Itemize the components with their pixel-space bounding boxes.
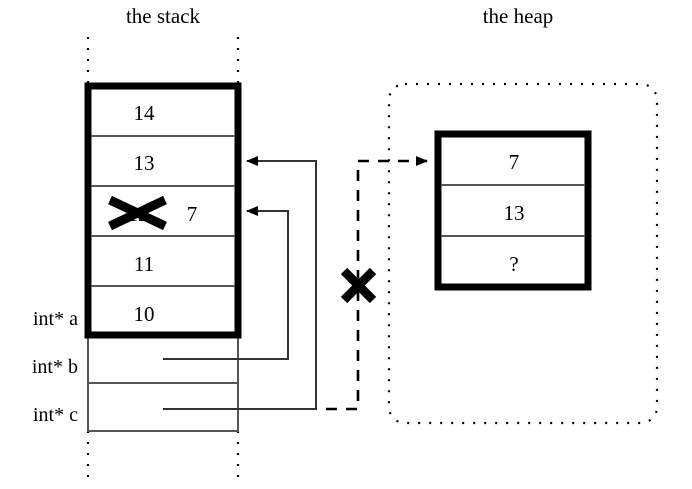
pointer-arrow-c-to-stack — [163, 156, 317, 410]
stack-frame-box — [84, 82, 242, 339]
heap-block-box — [434, 130, 592, 291]
stack-cell-value-struck: 12 — [128, 202, 149, 226]
stack-cell-value: 14 — [134, 101, 156, 125]
stack-var-label-a: int* a — [33, 308, 78, 330]
stack-cell-value: 10 — [134, 302, 155, 326]
struck-value-x-mark — [108, 195, 167, 231]
heap-cell-value: 7 — [509, 150, 520, 174]
heap-title: the heap — [483, 4, 554, 28]
pointer-arrow-b — [163, 206, 289, 360]
stack-cell-value: 11 — [134, 252, 154, 276]
cancel-x-icon — [340, 267, 377, 304]
stack-title: the stack — [126, 4, 201, 28]
heap-cell-value: ? — [509, 252, 518, 276]
stack-var-label-c: int* c — [33, 404, 78, 426]
heap-cell-value: 13 — [504, 201, 525, 225]
stack-cell-value-replacement: 7 — [187, 202, 198, 226]
stack-var-label-b: int* b — [32, 356, 78, 378]
stack-cell-value: 13 — [134, 151, 155, 175]
